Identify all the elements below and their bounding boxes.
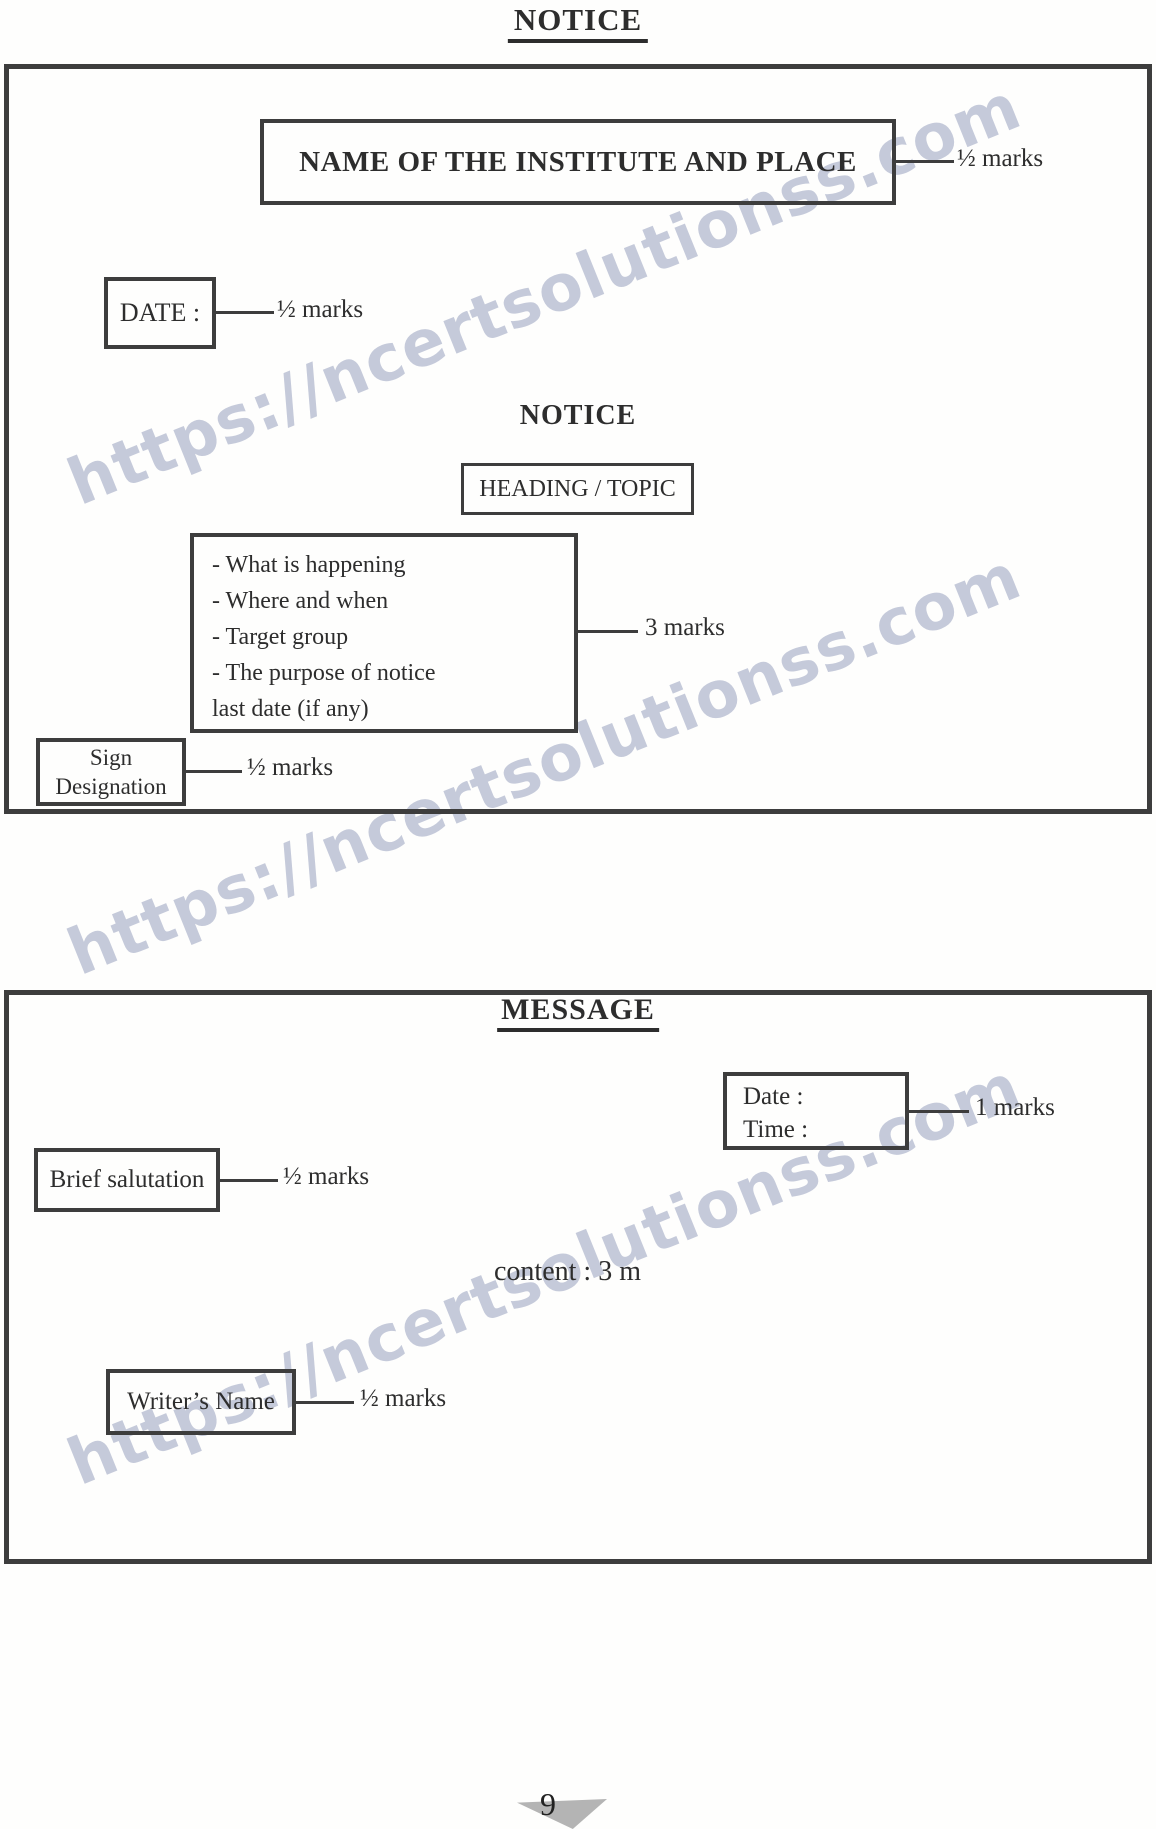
page-number: 9 (540, 1786, 556, 1822)
content-item: last date (if any) (212, 696, 369, 722)
date-time-connector-line (909, 1110, 969, 1113)
content-item: - The purpose of notice (212, 660, 436, 686)
designation-label: Designation (55, 774, 167, 799)
heading-topic-label: HEADING / TOPIC (479, 475, 676, 502)
content-item: - Target group (212, 624, 349, 650)
institute-connector-line (896, 160, 954, 163)
institute-name-label: NAME OF THE INSTITUTE AND PLACE (299, 145, 857, 178)
content-marks-label: 3 marks (645, 614, 725, 641)
institute-name-box: NAME OF THE INSTITUTE AND PLACE (260, 119, 896, 205)
date-marks-label: ½ marks (277, 296, 364, 323)
heading-topic-box: HEADING / TOPIC (461, 463, 694, 515)
writer-marks-label: ½ marks (360, 1385, 447, 1412)
sign-designation-box: Sign Designation (36, 738, 186, 806)
date-label: DATE : (119, 298, 201, 327)
content-item: - What is happening (212, 552, 406, 578)
message-content-note: content : 3 m (494, 1256, 641, 1287)
notice-diagram-frame (4, 64, 1152, 814)
date-box: DATE : (104, 277, 216, 349)
footer-triangle-icon (517, 1799, 607, 1829)
message-title: MESSAGE (497, 993, 659, 1032)
writer-connector-line (296, 1401, 354, 1404)
content-connector-line (578, 630, 638, 633)
notice-content-box: - What is happening - Where and when - T… (190, 533, 578, 733)
message-time-label: Time : (743, 1116, 809, 1143)
date-time-marks-label: 1 marks (975, 1094, 1055, 1121)
date-time-box: Date : Time : (723, 1072, 909, 1150)
salutation-connector-line (220, 1179, 278, 1182)
page-title: NOTICE (507, 2, 649, 43)
writer-name-label: Writer’s Name (127, 1388, 275, 1415)
message-date-label: Date : (743, 1083, 804, 1110)
institute-marks-label: ½ marks (957, 145, 1044, 172)
sign-marks-label: ½ marks (247, 754, 334, 781)
brief-salutation-box: Brief salutation (34, 1148, 220, 1212)
message-diagram-frame (4, 990, 1152, 1564)
writer-name-box: Writer’s Name (106, 1369, 296, 1435)
content-item: - Where and when (212, 588, 389, 614)
sign-label: Sign (89, 745, 133, 770)
notice-subheading: NOTICE (519, 400, 637, 431)
sign-connector-line (186, 770, 242, 773)
brief-salutation-label: Brief salutation (49, 1166, 205, 1193)
date-connector-line (216, 311, 274, 314)
salutation-marks-label: ½ marks (283, 1163, 370, 1190)
